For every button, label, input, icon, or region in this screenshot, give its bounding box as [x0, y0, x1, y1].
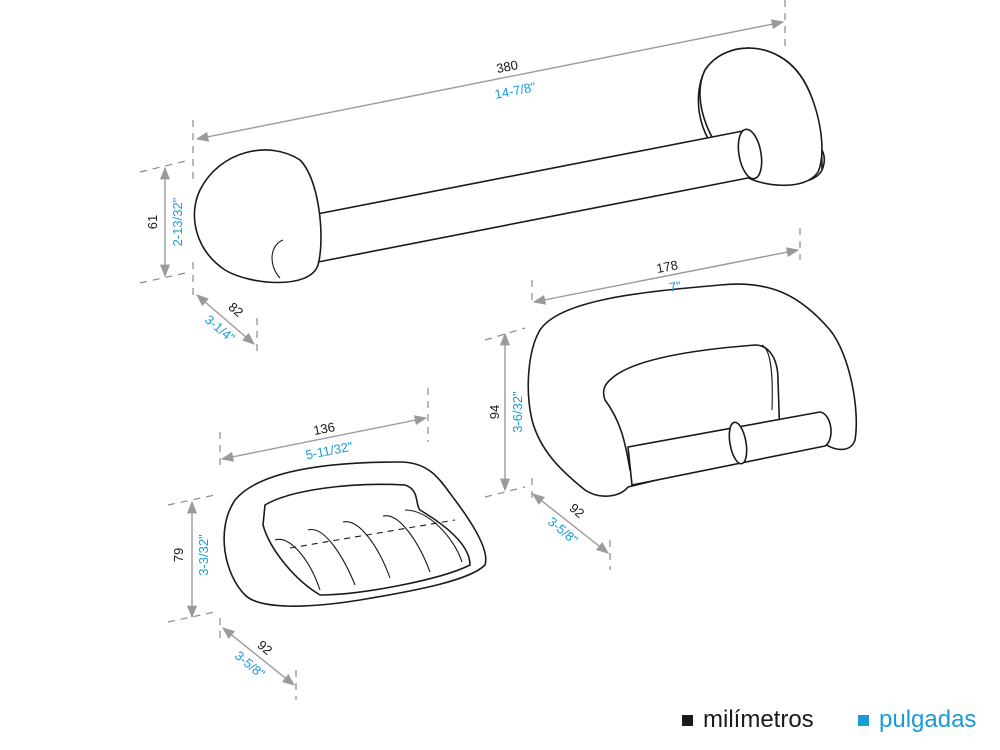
legend-imperial: pulgadas	[858, 706, 976, 734]
towel-bar-length-in: 14-7/8"	[493, 79, 537, 102]
legend-metric: milímetros	[682, 706, 814, 734]
soap-dish-drawing	[223, 461, 487, 607]
paper-holder-depth-mm: 92	[567, 500, 588, 521]
soap-dish-height-mm: 79	[171, 548, 186, 562]
towel-bar-depth-in: 3-1/4"	[202, 312, 238, 346]
soap-dish-width-mm: 136	[312, 419, 336, 438]
paper-holder-height-mm: 94	[487, 405, 502, 419]
towel-bar-height-in: 2-13/32"	[170, 197, 185, 246]
soap-dish-height-in: 3-3/32"	[196, 534, 211, 576]
paper-holder-drawing	[527, 283, 858, 497]
towel-bar-height-mm: 61	[145, 215, 160, 229]
legend-metric-label: milímetros	[703, 706, 814, 733]
legend-imperial-label: pulgadas	[879, 706, 977, 733]
towel-bar-depth-mm: 82	[226, 299, 247, 320]
towel-bar-length-mm: 380	[495, 57, 519, 76]
metric-swatch-icon	[682, 714, 693, 726]
paper-holder-height-in: 3-6/32"	[510, 391, 525, 433]
soap-dish-width-in: 5-11/32"	[304, 439, 354, 463]
soap-dish-depth-mm: 92	[255, 637, 276, 658]
paper-holder-width-mm: 178	[655, 257, 679, 276]
imperial-swatch-icon	[858, 714, 869, 726]
paper-holder-width-in: 7"	[668, 278, 683, 295]
